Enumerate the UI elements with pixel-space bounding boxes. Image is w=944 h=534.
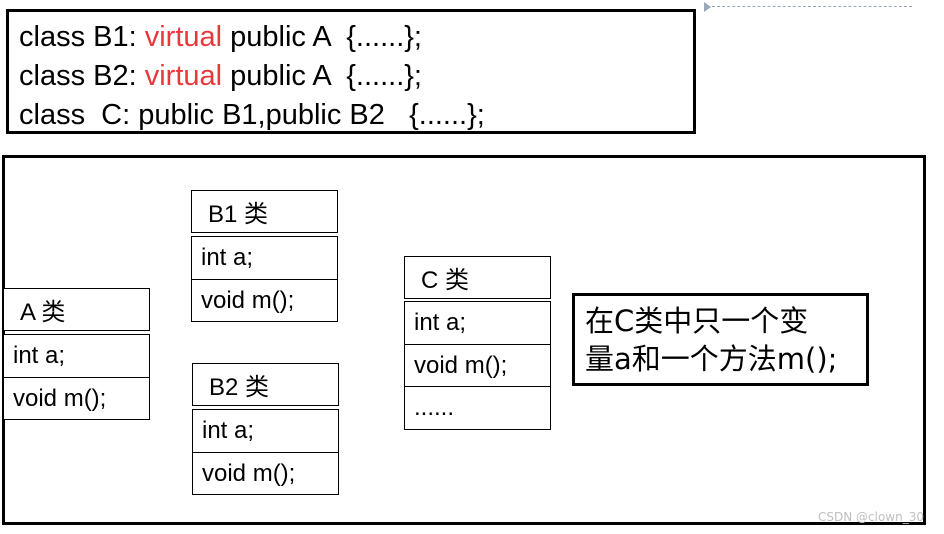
class-b1-member-method: void m(); (191, 279, 338, 322)
note-line-2: 量a和一个方法m(); (585, 342, 838, 376)
code-line-3: class C: public B1,public B2 {......}; (19, 99, 485, 131)
code-text: public A {......}; (222, 60, 422, 92)
code-text: class B2: (19, 60, 145, 92)
watermark: CSDN @clown_30 (818, 510, 924, 524)
class-a: A 类 int a; void m(); (3, 288, 150, 420)
code-text: class B1: (19, 21, 145, 53)
class-b1: B1 类 int a; void m(); (191, 190, 338, 322)
code-box: class B1: virtual public A {......}; cla… (6, 9, 696, 134)
class-c-member-more: ...... (404, 386, 551, 430)
class-a-member-method: void m(); (3, 377, 150, 420)
class-c-member-int: int a; (404, 301, 551, 345)
code-line-2: class B2: virtual public A {......}; (19, 57, 693, 96)
class-b2-member-method: void m(); (192, 452, 339, 495)
class-b1-member-int: int a; (191, 236, 338, 280)
note-box: 在C类中只一个变 量a和一个方法m(); (572, 293, 869, 386)
class-b2-title: B2 类 (192, 363, 339, 406)
virtual-keyword: virtual (144, 21, 223, 53)
class-a-member-int: int a; (3, 334, 150, 378)
class-c: C 类 int a; void m(); ...... (404, 256, 551, 430)
slide-marker (704, 2, 711, 12)
code-line-1: class B1: virtual public A {......}; (19, 18, 693, 57)
virtual-keyword: virtual (144, 60, 223, 92)
note-line-1: 在C类中只一个变 (585, 304, 809, 338)
class-c-title: C 类 (404, 256, 551, 299)
class-b2-member-int: int a; (192, 409, 339, 453)
class-b2: B2 类 int a; void m(); (192, 363, 339, 495)
code-text: public A {......}; (222, 21, 422, 53)
dotted-divider (712, 6, 912, 7)
class-b1-title: B1 类 (191, 190, 338, 233)
class-c-member-method: void m(); (404, 344, 551, 387)
class-a-title: A 类 (3, 288, 150, 331)
